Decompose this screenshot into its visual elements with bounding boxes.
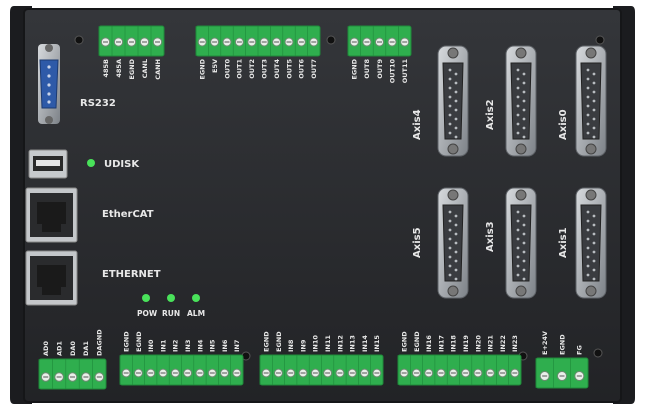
- terminal-pin-label: EGND: [400, 331, 408, 352]
- terminal-pin-label: OUT5: [285, 59, 293, 79]
- udisk-usb-port[interactable]: [28, 149, 68, 179]
- axis4-label: Axis4: [412, 109, 423, 140]
- terminal-pin-label: IN9: [299, 339, 307, 352]
- terminal-pin-label: IN2: [172, 340, 180, 352]
- terminal-pin-label: 485B: [102, 59, 110, 78]
- terminal-pin-label: IN16: [425, 335, 433, 352]
- axis2-db-connector[interactable]: [505, 45, 537, 157]
- run-led-indicator: [167, 294, 175, 302]
- terminal-pin-label: OUT10: [388, 59, 396, 84]
- terminal-block-bot1[interactable]: [38, 358, 107, 390]
- terminal-pin-label: IN20: [474, 335, 482, 352]
- ethercat-label: EtherCAT: [102, 209, 154, 220]
- terminal-pin-label: IN3: [184, 340, 192, 352]
- terminal-pin-label: OUT9: [376, 59, 384, 79]
- terminal-block-top2[interactable]: [195, 25, 321, 57]
- axis5-label: Axis5: [412, 227, 423, 258]
- terminal-pin-label: IN11: [324, 335, 332, 352]
- terminal-pin-label: AD0: [42, 341, 50, 356]
- rs232-label: RS232: [80, 98, 116, 109]
- corner-screws: [74, 35, 605, 361]
- terminal-pin-label: OUT3: [261, 59, 269, 79]
- terminal-block-bot5[interactable]: [535, 357, 589, 389]
- axis4-db-connector[interactable]: [437, 45, 469, 157]
- udisk-led-indicator: [87, 159, 95, 167]
- ethernet-port[interactable]: [25, 250, 78, 306]
- terminal-block-bot2[interactable]: [119, 354, 244, 386]
- terminal-pin-label: EGND: [558, 334, 566, 355]
- rs232-port[interactable]: [38, 44, 60, 124]
- terminal-pin-label: IN4: [196, 339, 204, 352]
- terminal-pin-label: IN14: [361, 335, 369, 352]
- terminal-pin-label: IN0: [147, 339, 155, 352]
- terminal-pin-label: EGND: [135, 331, 143, 352]
- axis5-db-connector[interactable]: [437, 187, 469, 299]
- terminal-pin-label: E5V: [211, 59, 219, 73]
- terminal-pin-label: DAGND: [96, 329, 104, 356]
- terminal-pin-label: EGND: [275, 331, 283, 352]
- terminal-pin-label: IN22: [499, 335, 507, 352]
- terminal-pin-label: EGND: [262, 331, 270, 352]
- terminal-pin-label: OUT1: [236, 59, 244, 79]
- axis1-db-connector[interactable]: [575, 187, 607, 299]
- ethercat-port[interactable]: [25, 187, 78, 243]
- terminal-pin-label: DA0: [69, 341, 77, 356]
- terminal-pin-label: IN1: [159, 339, 167, 352]
- axis2-label: Axis2: [485, 99, 496, 130]
- terminal-pin-label: IN5: [209, 339, 217, 352]
- terminal-block-top1[interactable]: [98, 25, 165, 57]
- terminal-pin-label: OUT6: [298, 59, 306, 79]
- terminal-pin-label: FG: [576, 345, 584, 355]
- alm-label: ALM: [187, 309, 205, 318]
- terminal-pin-label: OUT0: [223, 59, 231, 79]
- axis3-label: Axis3: [485, 221, 496, 252]
- device-body: [23, 8, 622, 403]
- ethernet-label: ETHERNET: [102, 269, 161, 280]
- terminal-pin-label: EGND: [128, 58, 136, 79]
- pow-label: POW: [137, 309, 158, 318]
- terminal-pin-label: OUT4: [273, 59, 281, 79]
- terminal-pin-label: IN6: [221, 339, 229, 352]
- axis3-db-connector[interactable]: [505, 187, 537, 299]
- terminal-pin-label: IN19: [462, 335, 470, 352]
- terminal-pin-label: CANH: [154, 59, 162, 80]
- terminal-pin-label: IN21: [487, 335, 495, 352]
- axis-connectors: [437, 45, 607, 299]
- terminal-pin-label: IN12: [336, 335, 344, 352]
- terminal-pin-label: EGND: [351, 58, 359, 79]
- terminal-pin-label: E+24V: [541, 331, 549, 355]
- terminal-pin-label: IN13: [349, 335, 357, 352]
- terminal-pin-label: IN7: [233, 340, 241, 352]
- terminal-pin-label: OUT7: [310, 59, 318, 79]
- terminal-pin-label: IN23: [511, 335, 519, 352]
- terminal-pin-label: IN10: [312, 335, 320, 352]
- terminal-pin-label: 485A: [115, 59, 123, 78]
- axis0-label: Axis0: [558, 109, 569, 140]
- terminal-pin-label: OUT2: [248, 59, 256, 79]
- run-label: RUN: [162, 309, 180, 318]
- terminal-pin-label: IN17: [437, 335, 445, 352]
- axis0-db-connector[interactable]: [575, 45, 607, 157]
- terminal-pin-label: EGND: [199, 58, 207, 79]
- terminal-pin-label: OUT11: [401, 59, 409, 84]
- pow-led-indicator: [142, 294, 150, 302]
- terminal-pin-label: AD1: [55, 341, 63, 356]
- terminal-pin-label: EGND: [122, 331, 130, 352]
- axis1-label: Axis1: [558, 227, 569, 258]
- alm-led-indicator: [192, 294, 200, 302]
- terminal-blocks: 485B 485A EGND CANL CANH EGND E5V OUT0 OUT1 OUT2 O…: [38, 25, 589, 390]
- terminal-pin-label: IN15: [373, 335, 381, 352]
- terminal-block-bot3[interactable]: [259, 354, 384, 386]
- terminal-pin-label: IN8: [287, 339, 295, 352]
- terminal-pin-label: OUT8: [363, 59, 371, 79]
- terminal-pin-label: EGND: [413, 331, 421, 352]
- udisk-label: UDISK: [104, 159, 140, 170]
- terminal-block-top3[interactable]: [347, 25, 412, 57]
- terminal-block-bot4[interactable]: [397, 354, 522, 386]
- terminal-pin-label: IN18: [450, 335, 458, 352]
- terminal-pin-label: CANL: [141, 59, 149, 78]
- terminal-pin-label: DA1: [82, 341, 90, 356]
